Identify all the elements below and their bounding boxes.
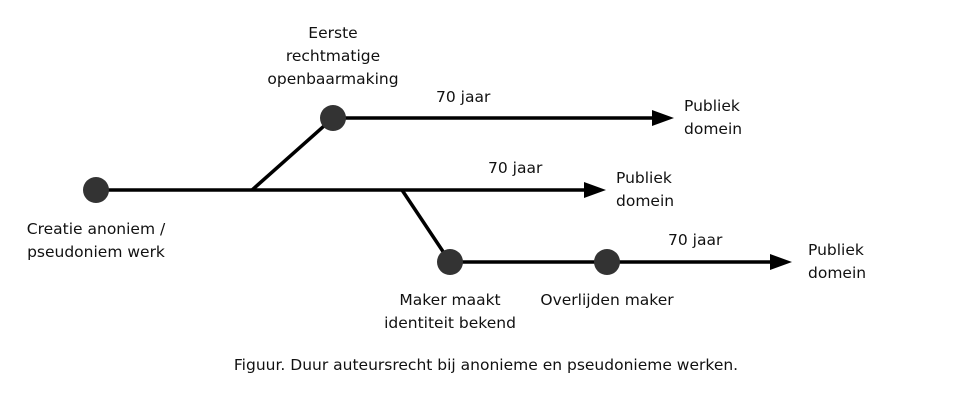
label-line: Publiek <box>616 169 672 187</box>
label-line: Maker maakt <box>399 291 501 309</box>
death-dot <box>594 249 620 275</box>
label-line: pseudoniem werk <box>27 243 165 261</box>
public-domain-label-1: Publiek domein <box>684 95 742 141</box>
death-label: Overlijden maker <box>540 291 674 309</box>
label-line: Publiek <box>808 241 864 259</box>
figure-caption: Figuur. Duur auteursrecht bij anonieme e… <box>233 356 739 374</box>
identity-dot <box>437 249 463 275</box>
branch-up <box>250 116 335 192</box>
arrowhead-main <box>584 182 606 198</box>
duration-label-3: 70 jaar <box>668 231 723 249</box>
identity-revealed-label: Maker maakt identiteit bekend <box>384 289 516 335</box>
creation-dot <box>83 177 109 203</box>
branch-down <box>400 189 452 263</box>
label-line: openbaarmaking <box>267 70 399 88</box>
duration-label-2: 70 jaar <box>488 159 543 177</box>
creation-label: Creatie anoniem / pseudoniem werk <box>27 218 165 264</box>
label-line: rechtmatige <box>285 47 381 65</box>
label-line: domein <box>616 192 675 210</box>
public-domain-label-2: Publiek domein <box>616 167 674 213</box>
label-line: domein <box>684 120 743 138</box>
public-domain-label-3: Publiek domein <box>808 239 866 285</box>
label-line: Creatie anoniem / <box>26 220 166 238</box>
label-line: Publiek <box>684 97 740 115</box>
publication-dot <box>320 105 346 131</box>
arrowhead-identity <box>770 254 792 270</box>
label-line: identiteit bekend <box>384 314 516 332</box>
label-line: Eerste <box>308 24 358 42</box>
first-publication-label: Eerste rechtmatige openbaarmaking <box>267 22 398 91</box>
label-line: domein <box>808 264 867 282</box>
duration-label-1: 70 jaar <box>436 88 491 106</box>
arrowhead-publication <box>652 110 674 126</box>
